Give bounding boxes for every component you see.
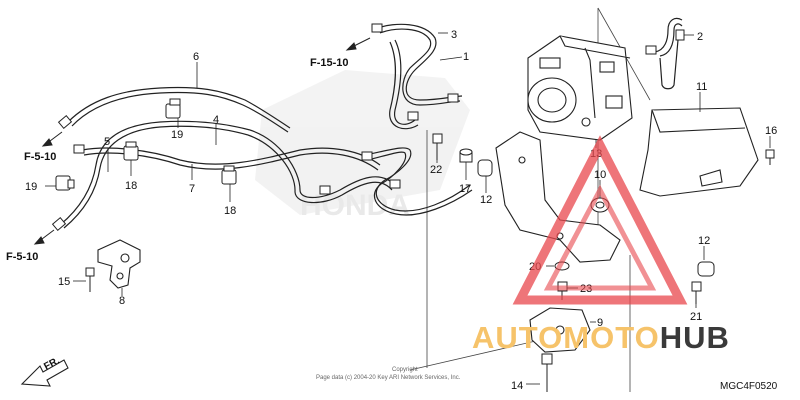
callout-21: 21 [690,311,702,323]
callout-18-left: 18 [125,180,137,192]
callout-2: 2 [697,31,703,43]
callout-6: 6 [193,51,199,63]
callout-14: 14 [511,380,523,392]
bolt-14 [541,353,553,392]
brake-pipe-4 [247,129,396,204]
callout-9: 9 [597,317,603,329]
grommet-12-lower [697,261,715,277]
ref-arrow-f5-10-bottom [33,229,55,245]
callout-1: 1 [463,51,469,63]
callout-3: 3 [451,29,457,41]
callout-4: 4 [213,114,219,126]
hose-clip-18-right [221,165,237,185]
ref-arrow-f15-10 [345,37,371,51]
bracket-8 [97,239,141,289]
watermark-inner-triangle [543,184,657,291]
grommet-12-upper [477,159,493,177]
frame-line [409,339,541,371]
callout-17: 17 [459,183,471,195]
ref-f15-10: F-15-10 [310,57,349,69]
callout-22: 22 [430,164,442,176]
hose-clip-19-upper [165,98,181,119]
collar-17 [459,148,473,163]
brake-pipe-1 [389,39,419,130]
callout-15: 15 [58,276,70,288]
callout-5: 5 [104,136,110,148]
callout-8: 8 [119,295,125,307]
callout-11: 11 [696,81,707,93]
bolt-15 [85,267,95,292]
diagram-code: MGC4F0520 [720,381,778,392]
bolt-22 [432,133,443,160]
ref-f5-10-bottom: F-5-10 [6,251,38,263]
callout-18-right: 18 [224,205,236,217]
svg-text:HONDA: HONDA [300,189,410,222]
callout-19-left: 19 [25,181,37,193]
bolt-21 [691,281,702,304]
callout-16: 16 [765,125,777,137]
callout-12-lower: 12 [698,235,710,247]
brake-pipe-3 [377,23,463,106]
copyright-line-1: Copyright [392,367,418,373]
ref-f5-10-top: F-5-10 [24,151,56,163]
front-direction-arrow: FR. [20,355,69,387]
abs-modulator-13 [527,35,633,141]
hose-clip-19-left [55,175,75,191]
brake-hose-5 [59,120,251,229]
callout-19-upper: 19 [171,129,183,141]
ref-arrow-f5-10-top [41,131,63,147]
brake-pipe-2 [654,17,683,90]
abs-cover-11 [639,107,759,197]
faint-brand-logo: HONDA [255,70,470,222]
screw-16 [765,149,775,165]
hose-clip-18-left [123,141,139,161]
callout-7: 7 [189,183,195,195]
watermark-logo: AUTOMOTOHUB [472,135,730,355]
callout-12-upper: 12 [480,194,492,206]
brake-hose-6 [67,86,291,133]
brake-pipe-lower [364,147,473,216]
bracket-9 [529,307,591,353]
copyright-line-2: Page data (c) 2004-20 Key ARI Network Se… [316,375,461,381]
hose-fittings [51,23,685,231]
watermark-text: AUTOMOTOHUB [472,320,730,355]
watermark-triangle [512,135,688,305]
mounting-bracket [495,131,621,263]
callout-10: 10 [594,169,606,181]
